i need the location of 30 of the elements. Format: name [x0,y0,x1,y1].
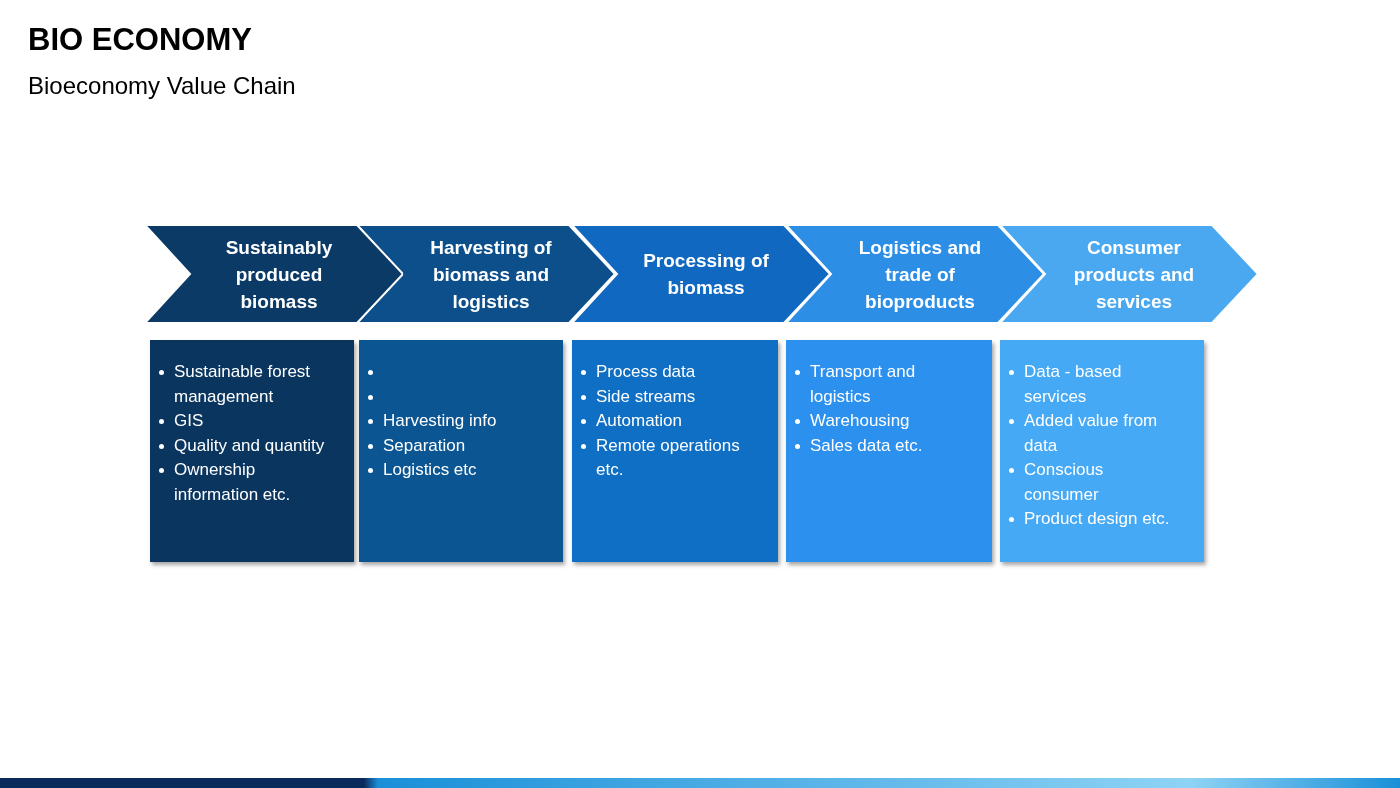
bullet-item: Added value from data [1024,411,1158,455]
content-panel [150,340,354,562]
content-panel [359,340,563,562]
step-title: Consumer products and services [1072,235,1196,314]
bullet-item: Ownership information etc. [174,460,291,504]
title: BIO ECONOMY [28,22,252,58]
bullet-item: Logistics etc [383,460,477,479]
bullet-item: GIS [174,411,204,430]
bullet-item: Sales data etc. [810,435,923,455]
bullet-item: Side streams [596,386,696,406]
bullet-item: Data - based services [1024,362,1122,406]
bullet-item: Separation [383,435,466,455]
bullet-item: Transport and logistics [810,362,916,406]
bullet-item: Process data [596,362,696,381]
bullet-item: Quality and quantity [174,435,325,455]
step-title: Logistics and trade of bioproducts [857,235,983,314]
bullet-item: Harvesting info [383,411,497,430]
content-panel [786,340,992,562]
bullet-item: Automation [596,411,682,430]
bullet-item: Remote operations etc. [596,435,740,479]
step-title: Sustainably produced biomass [224,235,334,314]
bullet-item: Conscious consumer [1024,460,1104,504]
bullet-item: Warehousing [810,411,910,430]
subtitle: Bioeconomy Value Chain [28,72,296,100]
bullet-item: Product design etc. [1024,509,1170,528]
step-title: Processing of biomass [642,249,770,300]
content-panel [572,340,778,562]
step-title: Harvesting of biomass and logistics [429,235,553,314]
bullet-item: Sustainable forest management [174,362,311,406]
content-panel [1000,340,1204,562]
